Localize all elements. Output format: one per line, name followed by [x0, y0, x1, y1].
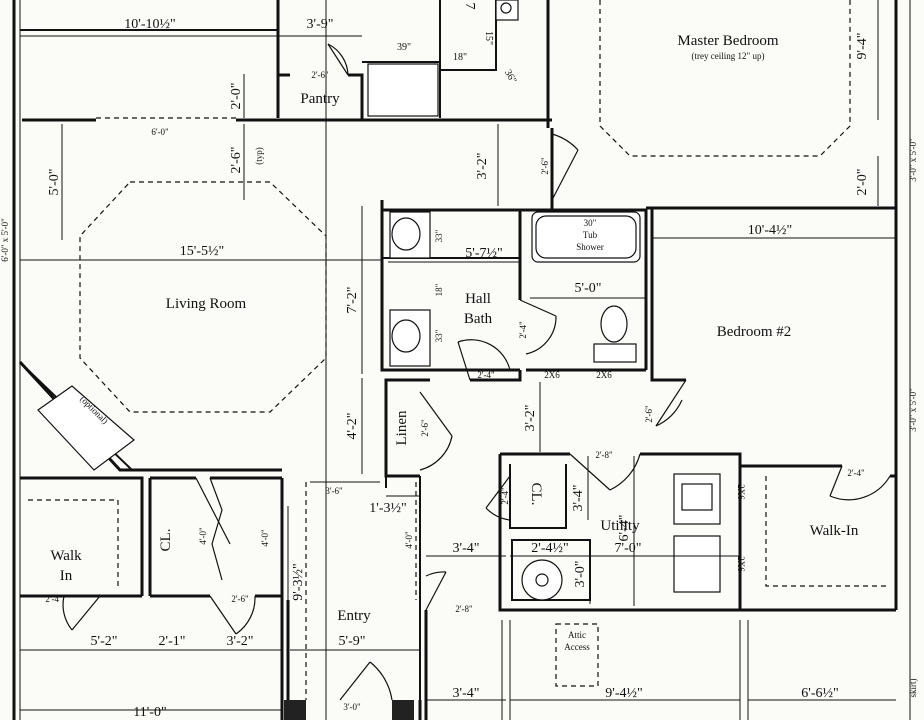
dim-3-9: 3'-9" — [307, 17, 334, 32]
dim-3-4-bottom: 3'-4" — [453, 686, 480, 701]
dim-9-3h: 9'-3½" — [291, 563, 306, 600]
dim-3-4-entry: 3'-4" — [453, 541, 480, 556]
dim-2-4-walkin: 2'-4" — [847, 468, 865, 478]
ceiling-outlines — [28, 0, 890, 720]
dim-3-2-mid: 3'-2" — [523, 405, 538, 432]
bedroom-2-label: Bedroom #2 — [717, 324, 792, 340]
dim-2-4-walk: 2'-4" — [45, 594, 63, 604]
closet-label: CL. — [528, 483, 544, 506]
dim-10-10h: 10'-10½" — [124, 17, 175, 32]
utility-label: Utility — [600, 518, 640, 534]
dim-3-4-cl: 3'-4" — [571, 485, 586, 512]
master-bedroom-label: Master Bedroom — [677, 33, 779, 49]
dim-6-6h: 6'-6½" — [801, 686, 838, 701]
dim-5-2: 5'-2" — [91, 634, 118, 649]
dim-2-6-pantry: 2'-6" — [311, 70, 329, 80]
linen-label: Linen — [394, 410, 410, 445]
dim-skirt: skirt) — [908, 678, 918, 697]
dim-2-1: 2'-1" — [159, 634, 186, 649]
dim-4-0-cl: 4'-0" — [198, 527, 208, 545]
attic-label-line1: Attic — [568, 630, 586, 640]
dim-33a: 33" — [434, 229, 444, 242]
dim-36: 36" — [502, 68, 519, 86]
dim-7-0: 7'-0" — [615, 541, 642, 556]
walls — [12, 0, 911, 720]
hall-bath-label-line1: Hall — [465, 291, 491, 307]
dim-right-top: 3'-0" x 5'-0" — [908, 138, 918, 182]
dim-2-6-typ: 2'-6" — [229, 147, 244, 174]
dim-4-0-cl2: 4'-0" — [260, 529, 270, 547]
dim-39: 39" — [397, 42, 411, 53]
dim-4-2: 4'-2" — [345, 413, 360, 440]
dim-2-0-pantry: 2'-0" — [229, 83, 244, 110]
dim-4-0-entry: 4'-0" — [404, 531, 414, 549]
walk-in-left-label-line1: Walk — [50, 548, 82, 564]
tub-label-line2: Tub — [583, 230, 598, 240]
dim-2-0-master: 2'-0" — [855, 169, 870, 196]
dim-2-8-cl: 2'-8" — [595, 450, 613, 460]
master-bedroom-note: (trey ceiling 12" up) — [692, 51, 765, 61]
dimension-lines — [20, 0, 896, 711]
dim-9-4: 9'-4" — [855, 33, 870, 60]
dim-5-0-bath: 5'-0" — [575, 281, 602, 296]
dim-18a: 18" — [453, 52, 467, 63]
doors — [62, 43, 891, 701]
dim-2-4h: 2'-4½" — [531, 541, 568, 556]
dim-2-4-bath: 2'-4" — [518, 321, 528, 339]
dim-2-6-master: 2'-6" — [540, 157, 550, 175]
dim-5-9: 5'-9" — [339, 634, 366, 649]
dim-3-0-door: 3'-0" — [343, 702, 361, 712]
dim-3-6: 3'-6" — [325, 486, 343, 496]
dim-1-3h: 1'-3½" — [369, 501, 406, 516]
pantry-label: Pantry — [300, 91, 340, 107]
left-closet-label: CL. — [158, 529, 174, 552]
dim-2x6c: 2X6 — [736, 484, 746, 500]
dim-9-4h: 9'-4½" — [605, 686, 642, 701]
dim-6-4: 6'-4" — [617, 515, 632, 542]
dim-7-2: 7'-2" — [345, 287, 360, 314]
dim-left-edge: 6'-0" x 5'-0" — [0, 218, 10, 262]
dim-6-0: 6'-0" — [151, 127, 169, 137]
dim-typ: (typ) — [254, 147, 264, 165]
dim-right-bot: 3'-0" x 5'-0" — [908, 388, 918, 432]
fixtures — [37, 0, 721, 601]
dim-5-0-living: 5'-0" — [47, 169, 62, 196]
dim-2-6-linen: 2'-6" — [420, 419, 430, 437]
dim-33b: 33" — [434, 329, 444, 342]
dim-11-0: 11'-0" — [133, 705, 166, 720]
attic-label-line2: Access — [564, 642, 590, 652]
living-room-label: Living Room — [166, 296, 247, 312]
tub-label-line3: Shower — [576, 242, 604, 252]
dim-18b: 18" — [434, 283, 444, 296]
dim-2-4-cl: 2'-4" — [500, 487, 510, 505]
dim-2x6a: 2X6 — [544, 370, 560, 380]
walk-in-right-label: Walk-In — [810, 523, 859, 539]
dim-2-8-entry: 2'-8" — [455, 604, 473, 614]
dim-15: 15" — [483, 31, 494, 45]
dim-7: 7 — [462, 3, 477, 10]
tub-label-line1: 30" — [584, 218, 597, 228]
dim-2x6d: 2X6 — [736, 556, 746, 572]
dim-10-4h: 10'-4½" — [748, 223, 792, 238]
dim-5-7h: 5'-7½" — [465, 246, 502, 261]
dim-2-6-cl: 2'-6" — [231, 594, 249, 604]
entry-label: Entry — [337, 608, 371, 624]
walk-in-left-label-line2: In — [60, 568, 73, 584]
dim-3-2-bottom: 3'-2" — [227, 634, 254, 649]
dim-2x6b: 2X6 — [596, 370, 612, 380]
dim-15-5h: 15'-5½" — [180, 244, 224, 259]
dim-3-0-util: 3'-0" — [573, 561, 588, 588]
dim-2-6-bed: 2'-6" — [644, 405, 654, 423]
dim-2-4-bath2: 2'-4" — [477, 370, 495, 380]
dimension-labels: 10'-10½" 3'-9" 39" 18" 15" 36" 7 2'-6" 2… — [0, 3, 918, 720]
hall-bath-label-line2: Bath — [464, 311, 493, 327]
dim-3-2-hall: 3'-2" — [475, 153, 490, 180]
